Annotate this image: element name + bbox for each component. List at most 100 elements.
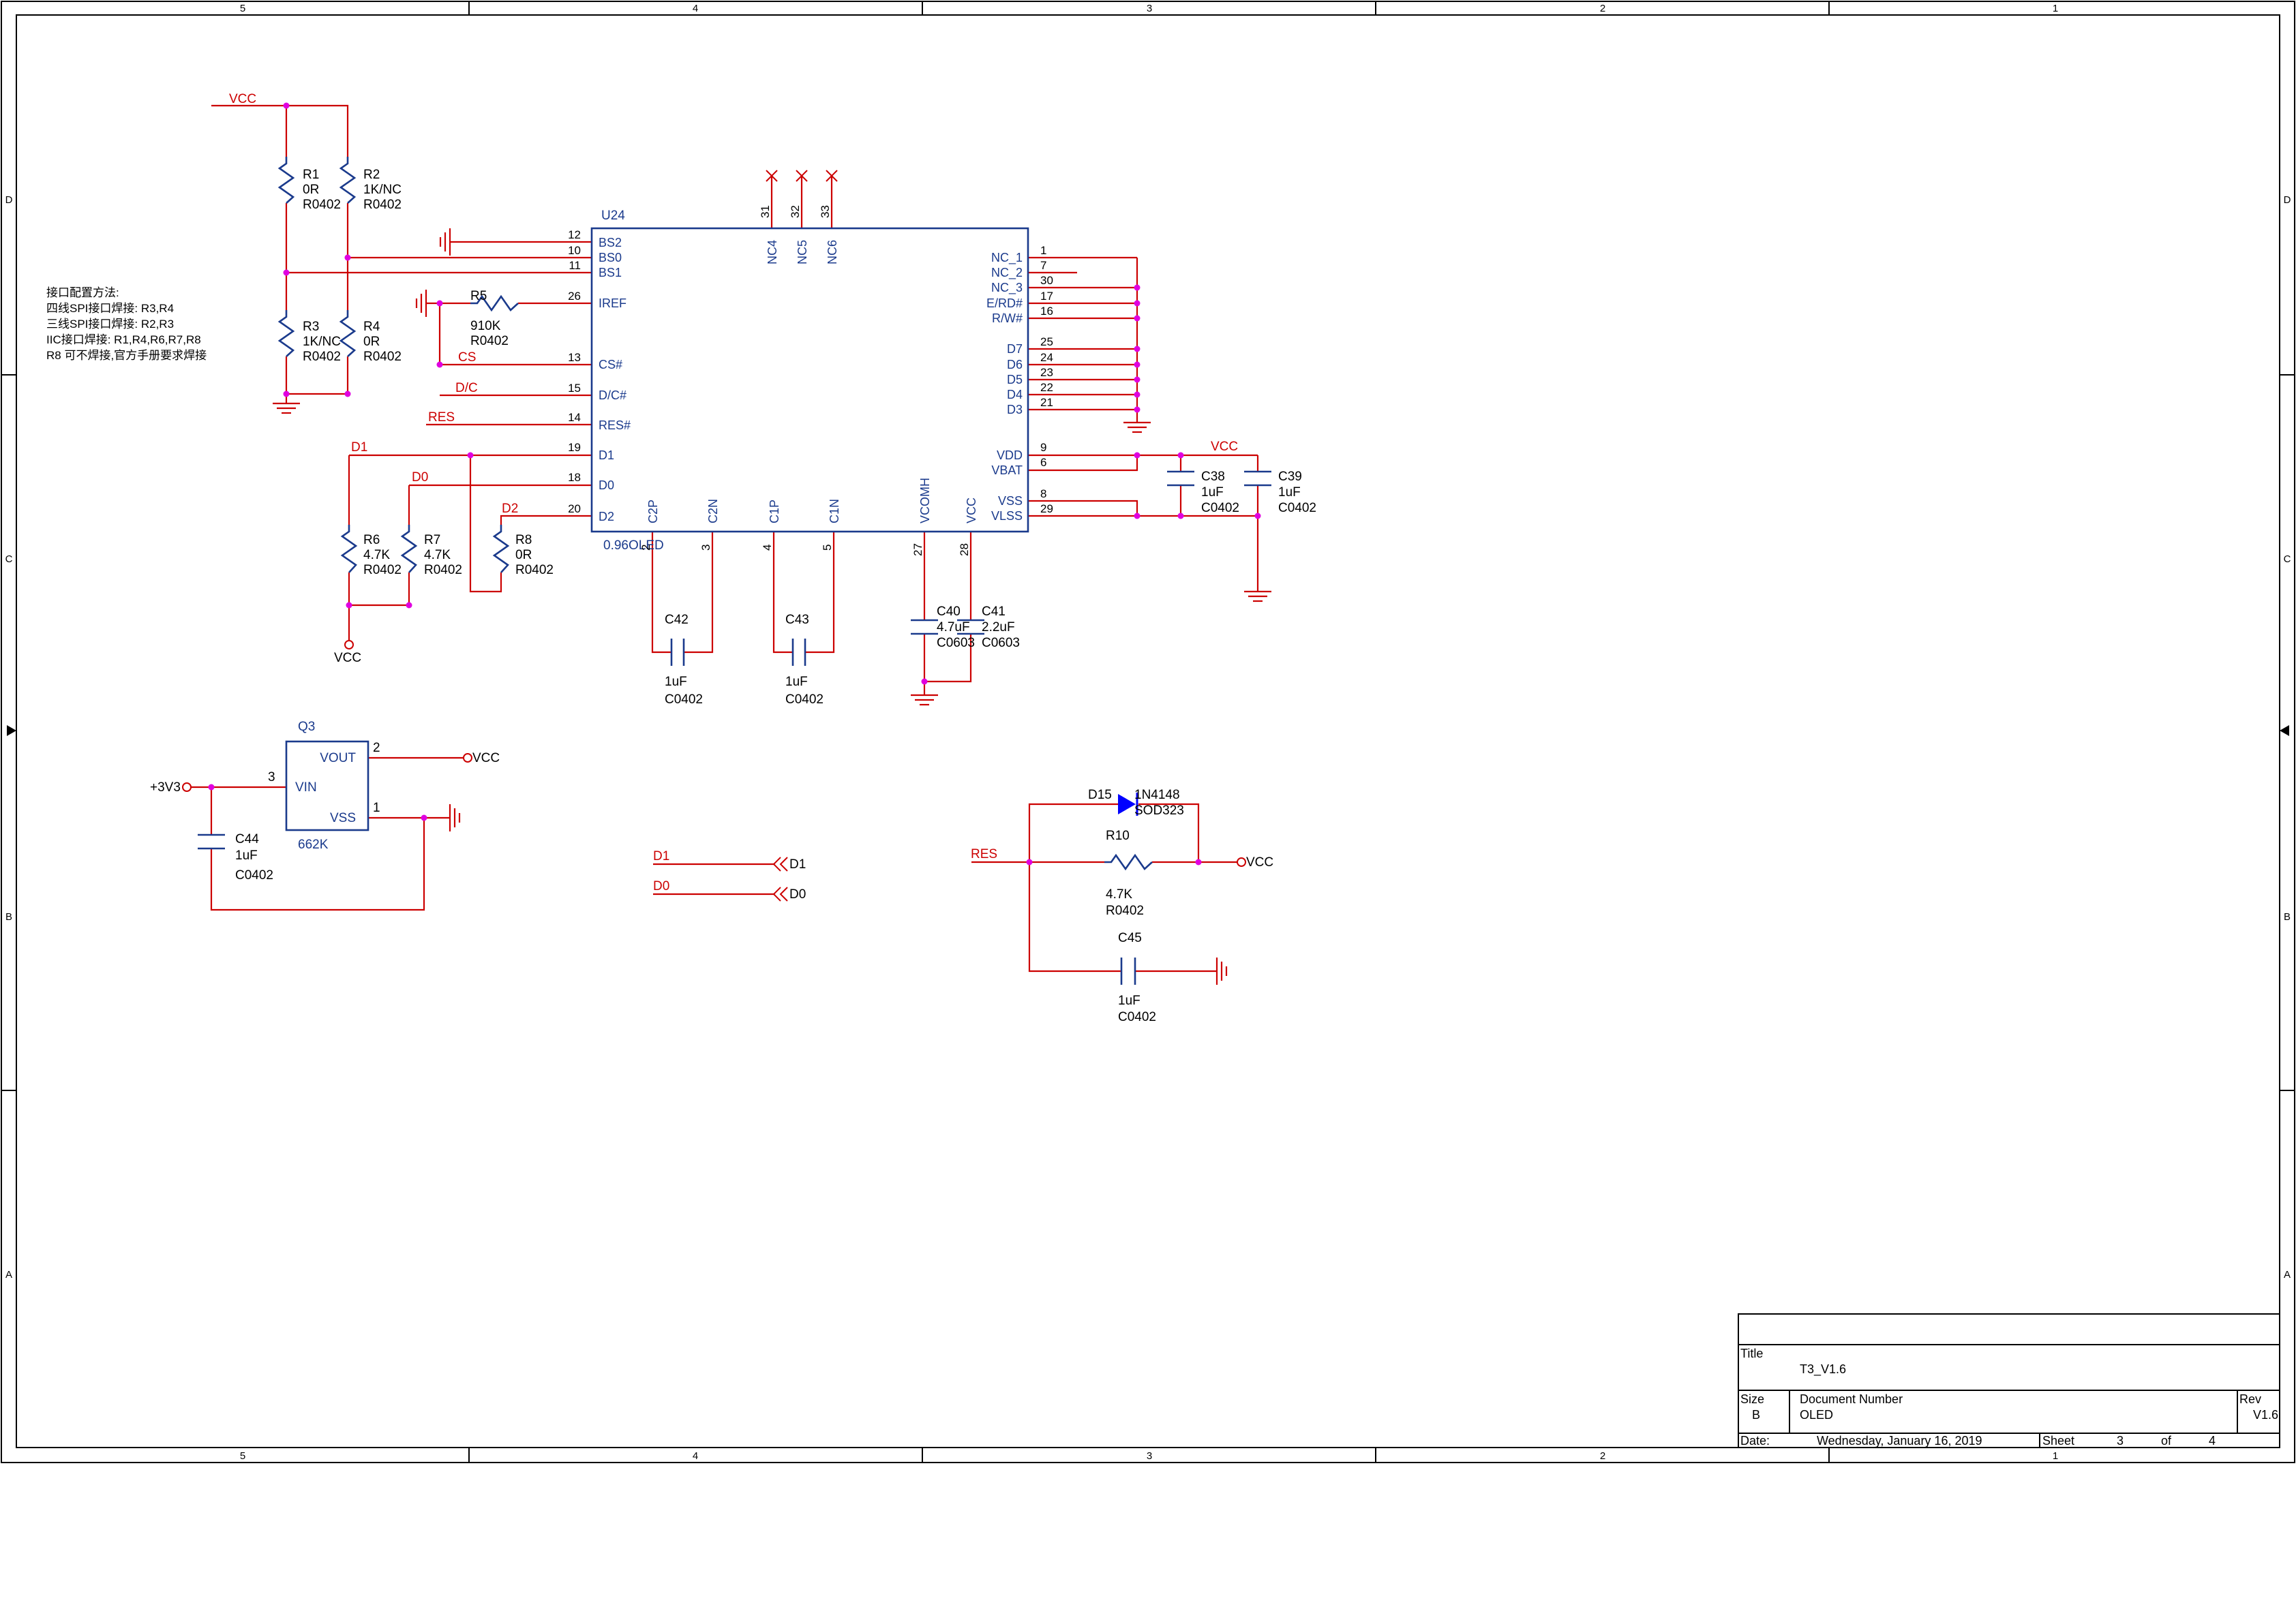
- c43-capacitor[interactable]: [791, 639, 806, 666]
- d15-footprint: SOD323: [1134, 804, 1184, 818]
- c43-footprint: C0402: [785, 692, 824, 707]
- u24-pin-num-4: 4: [761, 545, 774, 551]
- u24-ic[interactable]: [590, 227, 1029, 533]
- c44-capacitor[interactable]: [198, 833, 225, 850]
- c43-ref: C43: [785, 613, 809, 627]
- u24-pin-name-cs: CS#: [599, 358, 622, 371]
- u24-pin-name-d3: D3: [1007, 403, 1023, 416]
- c45-footprint: C0402: [1118, 1010, 1156, 1024]
- r1-resistor[interactable]: [277, 157, 295, 204]
- c40-footprint: C0603: [937, 636, 975, 650]
- c40-capacitor[interactable]: [911, 619, 938, 635]
- r6-resistor[interactable]: [340, 525, 358, 573]
- u24-pin-num-17: 17: [1040, 290, 1053, 303]
- title-label: Title: [1740, 1347, 1763, 1360]
- r4-resistor[interactable]: [339, 310, 357, 357]
- r2-resistor[interactable]: [339, 157, 357, 204]
- net-label-d2: D2: [502, 502, 518, 516]
- r3-value: 1K/NC: [303, 335, 341, 349]
- u24-pin-num-6: 6: [1040, 456, 1046, 469]
- d15-ref: D15: [1088, 788, 1112, 802]
- config-note-line1: 接口配置方法:: [46, 286, 119, 299]
- docnum-value: OLED: [1800, 1408, 1833, 1422]
- config-note-line5: R8 可不焊接,官方手册要求焊接: [46, 349, 207, 362]
- r8-ref: R8: [515, 533, 532, 547]
- u24-pin-num-24: 24: [1040, 351, 1053, 364]
- u24-pin-num-22: 22: [1040, 381, 1053, 394]
- c42-ref: C42: [665, 613, 689, 627]
- u24-pin-name-d5: D5: [1007, 373, 1023, 386]
- r1-value: 0R: [303, 183, 319, 197]
- q3-pin-num-1: 1: [373, 801, 380, 815]
- net-label-res: RES: [428, 410, 455, 425]
- u24-pin-name-dc: D/C#: [599, 388, 626, 402]
- row-label-right-A: A: [2284, 1269, 2291, 1281]
- net-label-cs: CS: [458, 350, 476, 365]
- u24-pin-num-5: 5: [821, 545, 834, 551]
- u24-pin-name-d4: D4: [1007, 388, 1023, 401]
- c45-value: 1uF: [1118, 994, 1141, 1008]
- r10-resistor[interactable]: [1104, 853, 1153, 871]
- c45-capacitor[interactable]: [1120, 958, 1136, 985]
- r4-footprint: R0402: [363, 350, 402, 364]
- u24-pin-num-9: 9: [1040, 441, 1046, 454]
- q3-regulator[interactable]: [285, 740, 369, 831]
- c39-capacitor[interactable]: [1244, 470, 1271, 487]
- c39-footprint: C0402: [1278, 501, 1316, 515]
- net-label-port-d1-wire: D1: [653, 849, 669, 863]
- u24-pin-name-d6: D6: [1007, 358, 1023, 371]
- config-note-line4: IIC接口焊接: R1,R4,R6,R7,R8: [46, 333, 201, 346]
- r8-resistor[interactable]: [492, 525, 510, 573]
- off-page-connector-d1[interactable]: [772, 857, 788, 872]
- u24-pin-num-29: 29: [1040, 502, 1053, 515]
- docnum-label: Document Number: [1800, 1392, 1903, 1406]
- sheet-value: 3: [2117, 1434, 2124, 1448]
- off-page-connector-d0[interactable]: [772, 887, 788, 902]
- title-block: [1738, 1313, 2280, 1448]
- u24-pin-name-c2n: C2N: [706, 499, 720, 523]
- u24-pin-name-vcc: VCC: [965, 498, 978, 523]
- u24-pin-name-nc4: NC4: [766, 240, 779, 264]
- r10-ref: R10: [1106, 829, 1130, 843]
- r7-value: 4.7K: [424, 548, 451, 562]
- r7-ref: R7: [424, 533, 440, 547]
- u24-pin-name-iref: IREF: [599, 296, 626, 310]
- c41-capacitor[interactable]: [957, 619, 984, 635]
- r7-footprint: R0402: [424, 563, 462, 577]
- q3-pin-name-vin: VIN: [295, 780, 317, 795]
- r2-value: 1K/NC: [363, 183, 402, 197]
- r6-footprint: R0402: [363, 563, 402, 577]
- net-label-d0: D0: [412, 470, 428, 485]
- r3-resistor[interactable]: [277, 310, 295, 357]
- c44-value: 1uF: [235, 848, 258, 863]
- c38-ref: C38: [1201, 470, 1225, 484]
- c41-ref: C41: [982, 605, 1006, 619]
- u24-pin-name-nc2: NC_2: [991, 266, 1023, 280]
- u24-pin-name-d0: D0: [599, 478, 614, 492]
- r6-value: 4.7K: [363, 548, 390, 562]
- r7-resistor[interactable]: [400, 525, 418, 573]
- d15-diode[interactable]: [1118, 793, 1138, 816]
- u24-pin-name-vdd: VDD: [997, 448, 1023, 462]
- col-label-top-3: 3: [1147, 3, 1152, 14]
- date-value: Wednesday, January 16, 2019: [1817, 1434, 1982, 1448]
- u24-pin-name-rw: R/W#: [992, 311, 1023, 325]
- row-label-left-C: C: [5, 553, 13, 565]
- u24-pin-num-30: 30: [1040, 274, 1053, 287]
- r3-ref: R3: [303, 320, 319, 334]
- d15-value: 1N4148: [1134, 788, 1180, 802]
- u24-pin-num-12: 12: [568, 228, 581, 241]
- net-label-vcc-q3: VCC: [472, 751, 500, 765]
- col-label-bottom-1: 1: [2053, 1450, 2058, 1462]
- of-label: of: [2161, 1434, 2172, 1448]
- u24-pin-name-vcomh: VCOMH: [918, 478, 932, 523]
- c38-capacitor[interactable]: [1167, 470, 1194, 487]
- c42-capacitor[interactable]: [670, 639, 685, 666]
- ground-icon: [273, 228, 1271, 985]
- u24-pin-num-25: 25: [1040, 335, 1053, 348]
- net-label-vcc-c38: VCC: [1211, 440, 1238, 454]
- config-note-line2: 四线SPI接口焊接: R3,R4: [46, 302, 174, 315]
- u24-pin-num-15: 15: [568, 382, 581, 395]
- r5-resistor[interactable]: [470, 294, 519, 312]
